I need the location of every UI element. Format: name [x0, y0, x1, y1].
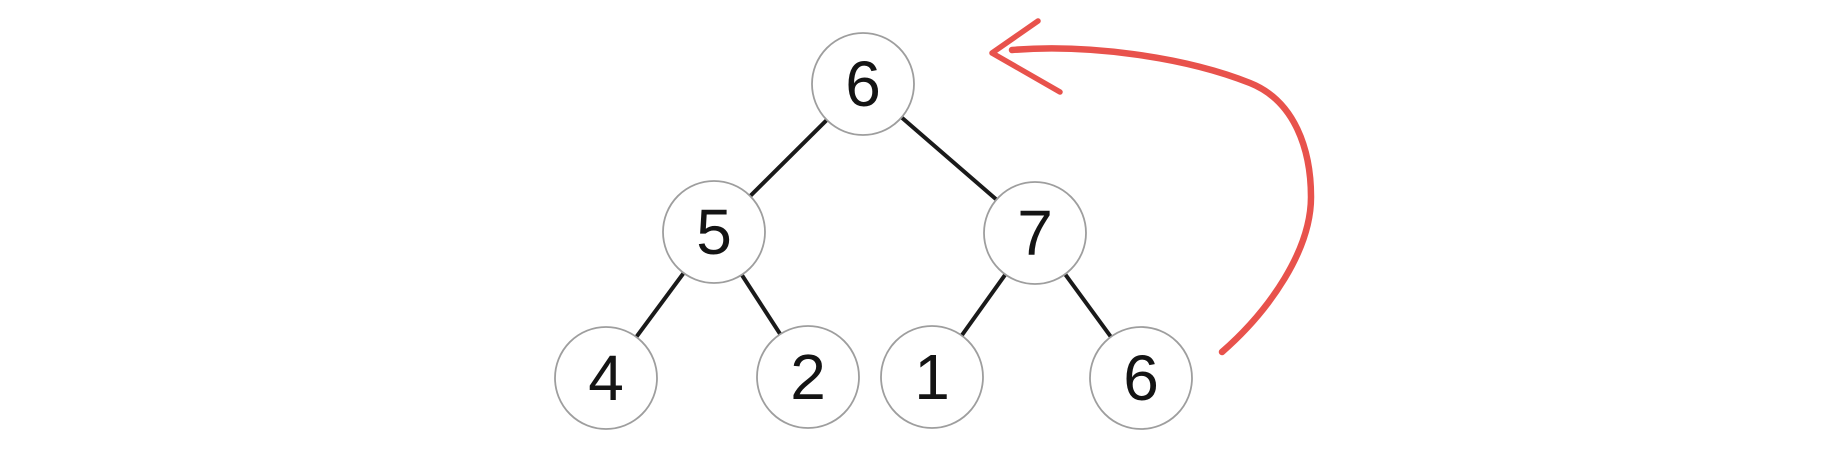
node-circle [880, 325, 984, 429]
tree-node-right-right: 6 [1089, 326, 1193, 430]
node-circle [554, 326, 658, 430]
node-circle [983, 181, 1087, 285]
node-value: 6 [1123, 342, 1159, 414]
tree-node-right-left: 1 [880, 325, 984, 429]
node-circle [811, 32, 915, 136]
node-value: 1 [914, 341, 950, 413]
tree-node-left-left: 4 [554, 326, 658, 430]
node-value: 5 [696, 196, 732, 268]
tree-node-left: 5 [662, 180, 766, 284]
node-circle [756, 325, 860, 429]
tree-nodes: 6 5 7 4 2 1 6 [554, 32, 1193, 430]
node-value: 6 [845, 48, 881, 120]
node-circle [1089, 326, 1193, 430]
arrow-head-icon [989, 18, 1063, 95]
node-value: 4 [588, 342, 624, 414]
node-value: 2 [790, 341, 826, 413]
node-value: 7 [1017, 197, 1053, 269]
tree-node-root: 6 [811, 32, 915, 136]
tree-node-left-right: 2 [756, 325, 860, 429]
node-circle [662, 180, 766, 284]
red-arrow-annotation [989, 18, 1315, 356]
tree-node-right: 7 [983, 181, 1087, 285]
arrow-shaft-curve [1008, 45, 1315, 356]
